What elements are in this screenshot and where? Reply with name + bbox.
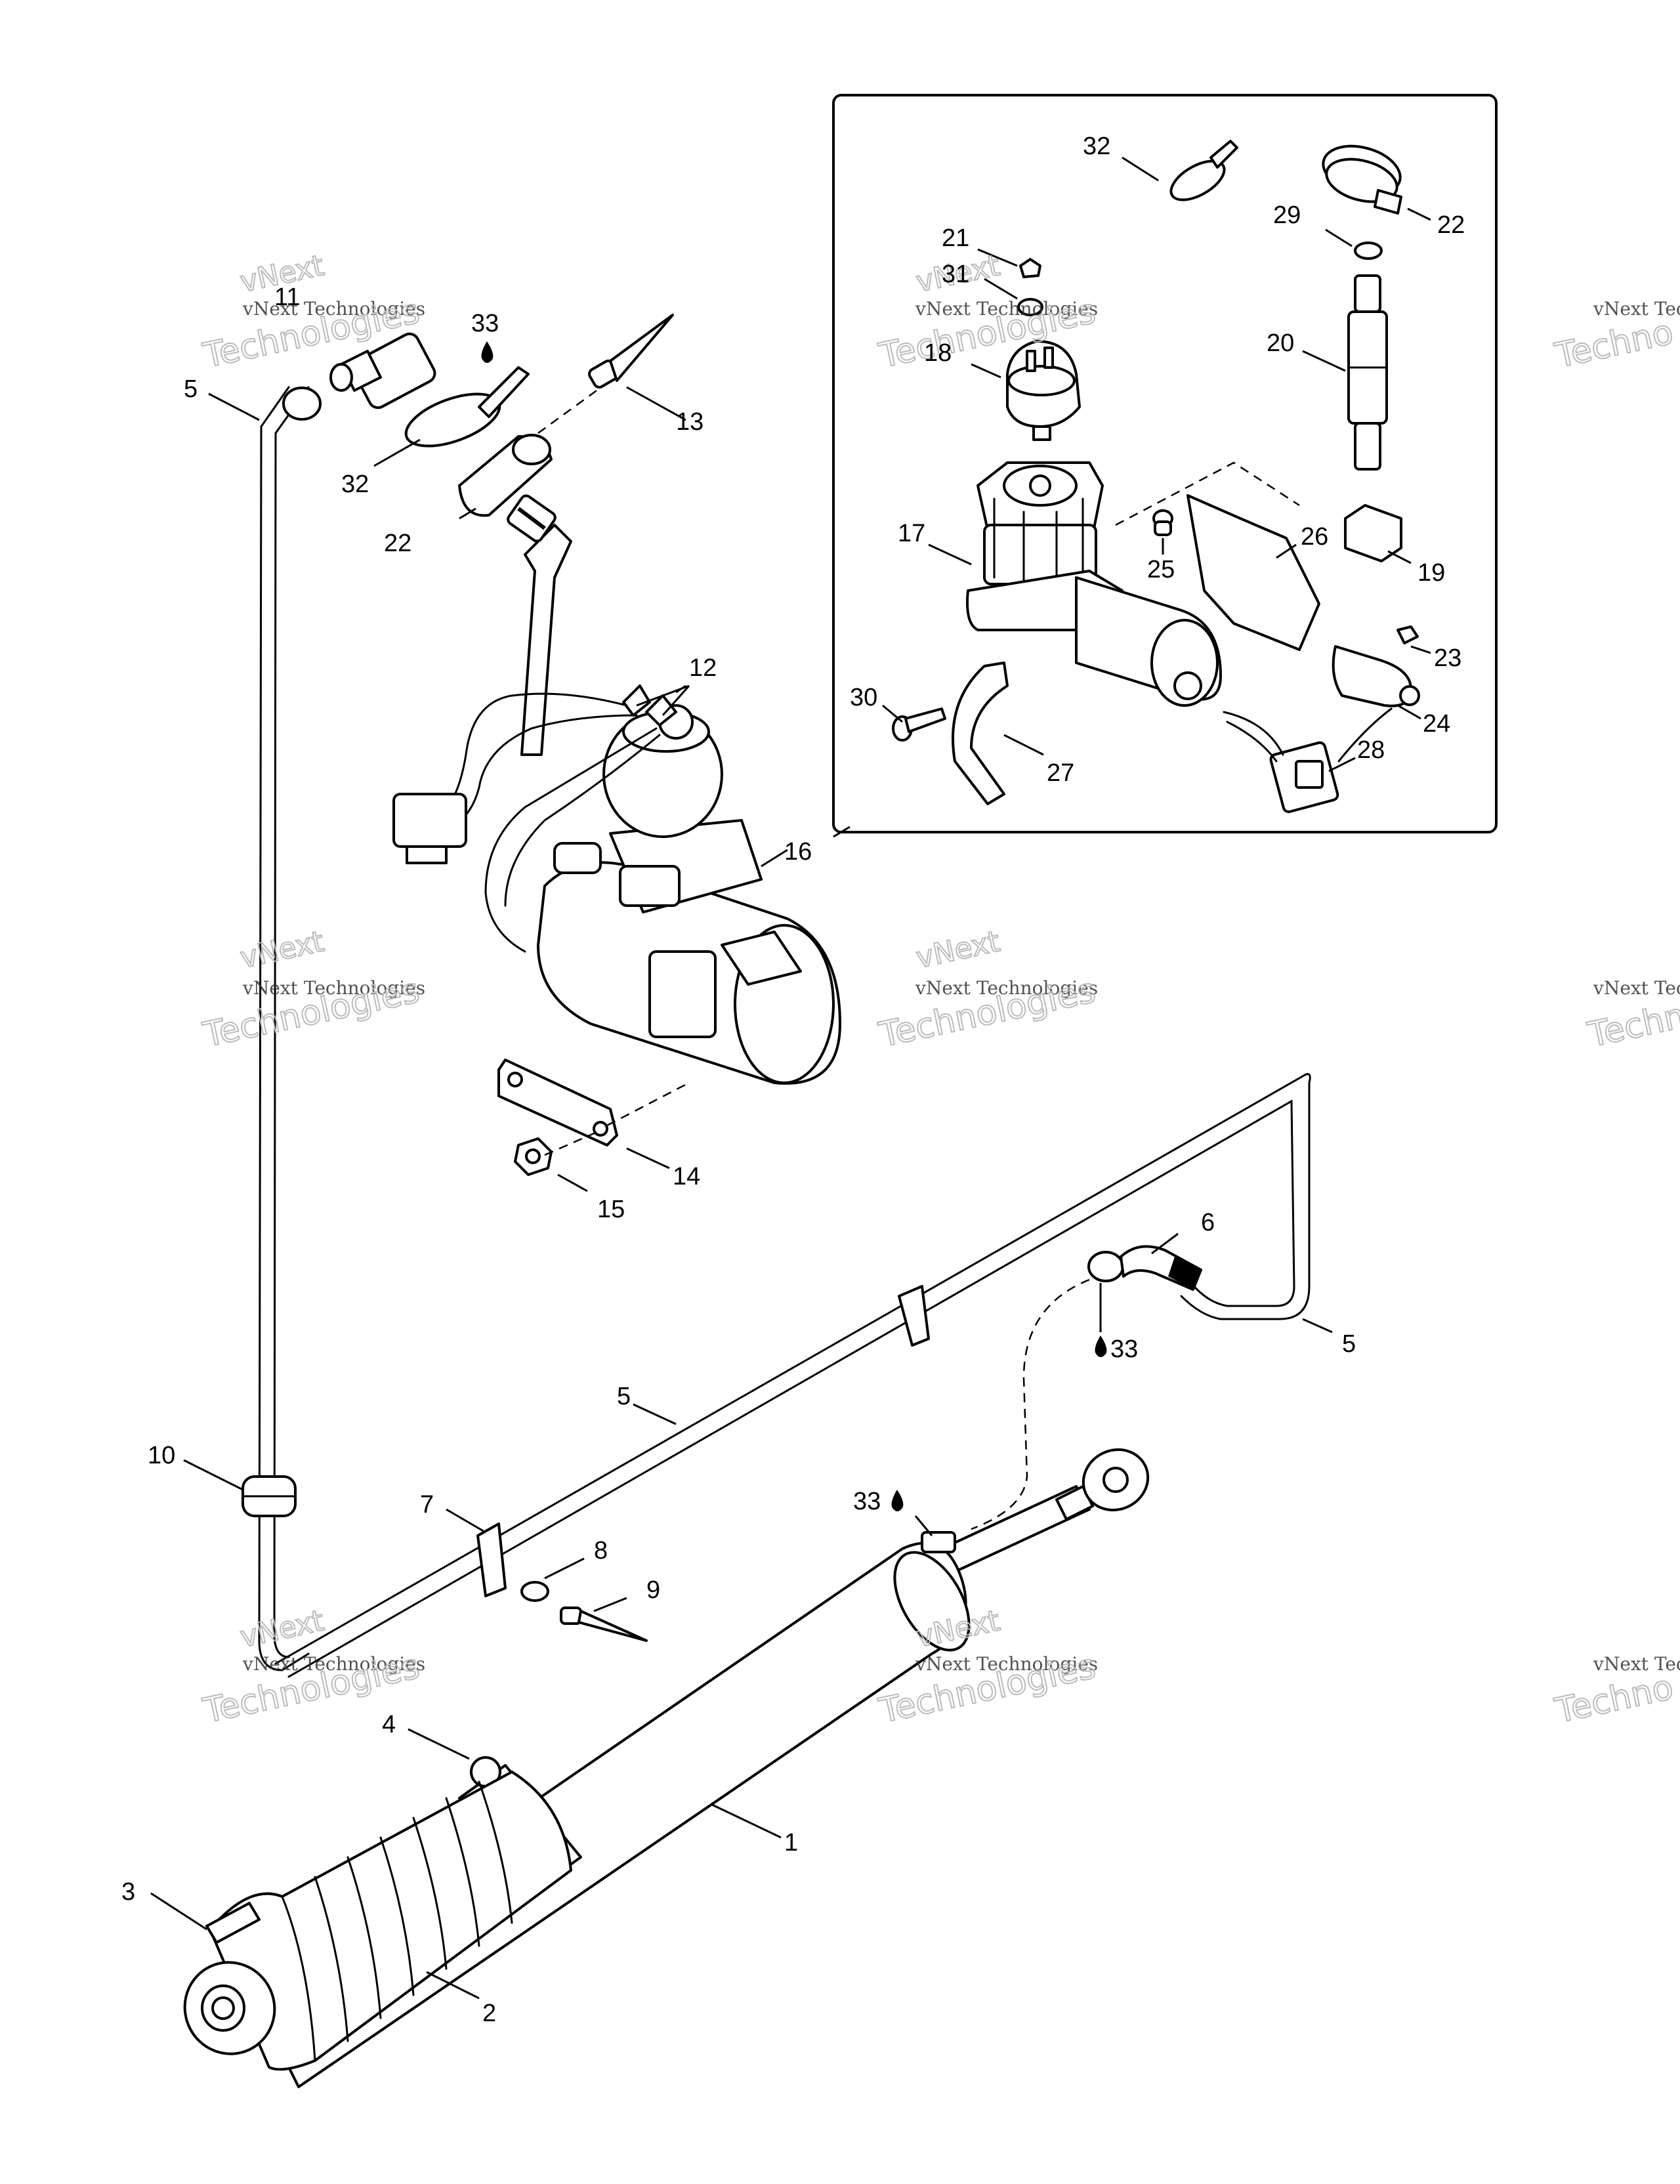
callout-32-main: 32	[341, 471, 369, 498]
drop-icon	[481, 341, 494, 363]
callout-10: 10	[148, 1442, 175, 1469]
callout-4: 4	[382, 1711, 396, 1738]
callout-26: 26	[1301, 523, 1328, 551]
callout-32-inset: 32	[1083, 133, 1110, 160]
svg-text:vNext Technologies: vNext Technologies	[915, 1653, 1098, 1675]
grommet	[242, 1475, 297, 1517]
callout-29: 29	[1273, 201, 1301, 229]
callout-6: 6	[1201, 1209, 1215, 1236]
callout-1: 1	[784, 1829, 798, 1857]
callout-27: 27	[1047, 759, 1074, 787]
washer	[520, 1581, 549, 1602]
inset-box	[832, 94, 1498, 833]
leader-lines	[150, 156, 1431, 2000]
hose-clamp	[458, 379, 611, 517]
inset-nut	[1019, 258, 1041, 278]
svg-text:vNext Technologies: vNext Technologies	[915, 298, 1098, 320]
shock-absorber	[183, 1448, 1150, 2088]
svg-text:vNext Technologies: vNext Technologies	[242, 977, 425, 999]
inset-bracket	[1186, 494, 1320, 651]
inset-strap	[952, 662, 1009, 805]
callout-5-top: 5	[184, 375, 198, 403]
svg-text:vNext Technologies: vNext Technologies	[242, 1653, 425, 1675]
callout-19: 19	[1418, 559, 1445, 587]
o-ring	[1354, 242, 1383, 260]
callout-9: 9	[646, 1576, 660, 1604]
svg-text:vNext: vNext	[238, 1604, 327, 1654]
svg-text:Techno: Techno	[1551, 312, 1677, 376]
pressure-switch	[1006, 340, 1081, 441]
callout-16: 16	[784, 838, 812, 866]
inset-washer	[1017, 298, 1043, 316]
air-fitting	[282, 332, 436, 421]
callout-15: 15	[597, 1196, 625, 1223]
svg-text:Techno: Techno	[1551, 1668, 1677, 1731]
clip-upper	[898, 1285, 930, 1347]
svg-text:vNext Tec: vNext Tec	[1593, 977, 1680, 999]
callout-7: 7	[420, 1491, 434, 1519]
rivet-lower	[560, 1606, 648, 1642]
callout-5-right: 5	[1342, 1330, 1356, 1358]
inset-cable-tie	[1169, 140, 1238, 201]
callout-5-mid: 5	[617, 1383, 631, 1410]
svg-text:vNext Technologies: vNext Technologies	[242, 298, 425, 320]
callout-labels: 1 2 3 4 5 5 5 6 7 8 9 10 11 12 13 14 15 …	[121, 133, 1465, 2027]
callout-8: 8	[594, 1537, 608, 1564]
callout-25: 25	[1147, 556, 1175, 583]
callout-21: 21	[942, 224, 969, 252]
callout-33-top: 33	[471, 310, 499, 337]
inset-screw	[892, 707, 946, 742]
callout-20: 20	[1267, 329, 1294, 357]
rivet-upper	[588, 314, 674, 389]
inset-grommet	[1152, 509, 1173, 536]
elbow-fitting	[1087, 1245, 1202, 1291]
svg-text:vNext Technologies: vNext Technologies	[915, 977, 1098, 999]
callout-22-inset: 22	[1437, 211, 1465, 239]
drop-icon	[1095, 1283, 1107, 1357]
callout-28: 28	[1357, 736, 1385, 764]
drop-icon	[891, 1490, 904, 1511]
callout-12: 12	[689, 654, 717, 682]
compressor-assembly	[392, 494, 841, 1176]
svg-text:Techno: Techno	[1584, 992, 1680, 1055]
inset-valve	[1344, 504, 1402, 562]
callout-30: 30	[850, 684, 877, 711]
callout-14: 14	[673, 1163, 700, 1190]
callout-22-main: 22	[384, 530, 411, 557]
air-dryer	[1347, 274, 1388, 471]
callout-24: 24	[1423, 710, 1450, 738]
callout-2: 2	[482, 2000, 496, 2027]
inset-hose-clamp	[1322, 144, 1402, 215]
inset-connector	[1223, 707, 1393, 814]
inset-solenoid-valve	[1332, 625, 1420, 707]
callout-13: 13	[676, 408, 704, 436]
callout-33-shock: 33	[853, 1488, 881, 1515]
hose-route-dashed	[971, 1278, 1090, 1530]
callout-3: 3	[121, 1878, 135, 1906]
callout-23: 23	[1434, 644, 1461, 672]
svg-text:vNext Tec: vNext Tec	[1593, 298, 1680, 320]
svg-text:vNext: vNext	[238, 925, 327, 975]
cable-tie	[404, 366, 530, 448]
svg-text:vNext Tec: vNext Tec	[1593, 1653, 1680, 1675]
air-line-tube	[258, 386, 1311, 1678]
callout-18: 18	[924, 339, 952, 367]
callout-11: 11	[274, 284, 300, 311]
clip-lower	[476, 1522, 507, 1597]
callout-31: 31	[942, 261, 969, 288]
inset-compressor	[966, 461, 1300, 707]
callout-17: 17	[898, 520, 925, 547]
callout-33-mid: 33	[1110, 1335, 1138, 1363]
svg-text:vNext: vNext	[914, 925, 1003, 975]
